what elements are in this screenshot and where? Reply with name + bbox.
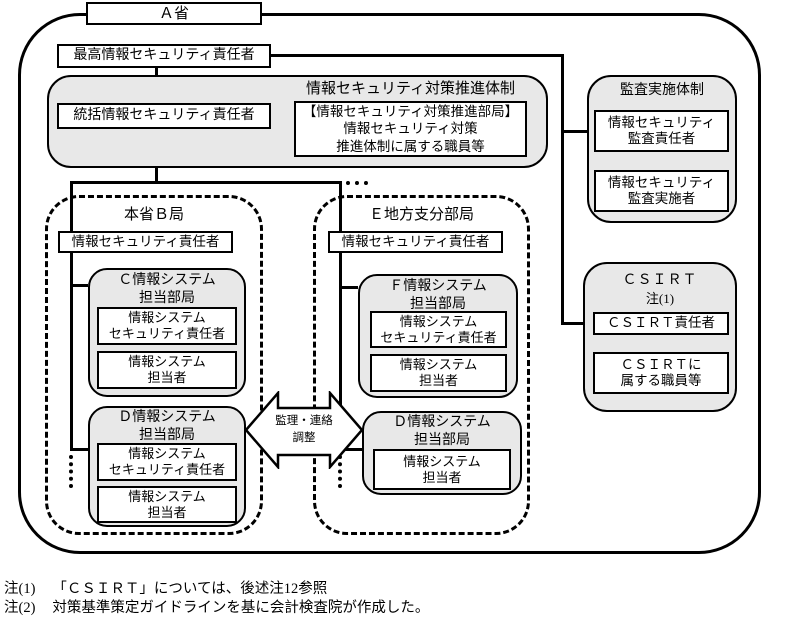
e-iso-box: 情報セキュリティ責任者 [328, 231, 503, 253]
connector-e-to-f-dept [341, 286, 358, 289]
audit-implementer-line2: 監査実施者 [627, 191, 696, 206]
chief-iso-label: 統括情報セキュリティ責任者 [73, 107, 255, 123]
ministry-outline [18, 13, 761, 554]
csirt-responsible-label: ＣＳＩＲＴ責任者 [607, 315, 715, 331]
connector-e-spine-dots [338, 455, 342, 488]
c-dept-title: Ｃ情報システム 担当部局 [88, 272, 246, 307]
promotion-dept-line1: 【情報セキュリティ対策推進部局】 [302, 103, 519, 119]
promotion-dept-line3: 推進体制に属する職員等 [336, 138, 485, 154]
d-sys-staff-line2: 担当者 [147, 504, 187, 520]
c-sys-sec-box: 情報システム セキュリティ責任者 [97, 307, 237, 345]
f-dept-title-line2: 担当部局 [410, 296, 466, 312]
ciso-label: 最高情報セキュリティ責任者 [73, 47, 255, 63]
csirt-responsible-box: ＣＳＩＲＴ責任者 [593, 312, 729, 335]
connector-to-audit [563, 130, 594, 133]
connector-to-csirt [563, 322, 593, 325]
d-sys-staff-line1: 情報システム [128, 488, 206, 504]
b-iso-label: 情報セキュリティ責任者 [71, 233, 220, 249]
b-iso-box: 情報セキュリティ責任者 [58, 231, 233, 253]
connector-junction-dots [346, 181, 368, 185]
ciso-box: 最高情報セキュリティ責任者 [57, 44, 271, 68]
f-sys-sec-line2: セキュリティ責任者 [380, 329, 497, 345]
audit-implementer-line1: 情報セキュリティ [607, 174, 716, 190]
csirt-staff-line2: 属する職員等 [620, 373, 702, 388]
f-sys-staff-line1: 情報システム [399, 357, 478, 373]
csirt-note-ref: 注(1) [645, 291, 675, 306]
d-sys-sec-box: 情報システム セキュリティ責任者 [97, 443, 237, 481]
d-sys-staff-box: 情報システム 担当者 [97, 486, 237, 523]
csirt-staff-box: ＣＳＩＲＴに 属する職員等 [593, 352, 729, 394]
d2-sys-staff-box: 情報システム 担当者 [373, 449, 511, 490]
d-sys-sec-line2: セキュリティ責任者 [108, 462, 226, 477]
footnote-1: 注(1) 「ＣＳＩＲＴ」については、後述注12参照 [4, 577, 327, 598]
d2-sys-staff-line2: 担当者 [422, 469, 462, 485]
connector-e-spine [339, 181, 342, 451]
c-sys-sec-line1: 情報システム [128, 310, 206, 326]
f-sys-staff-line2: 担当者 [418, 373, 458, 388]
b-bureau-title: 本省Ｂ局 [123, 207, 184, 223]
connector-e-to-d-dept [341, 448, 362, 451]
c-dept-title-line2: 担当部局 [139, 290, 195, 306]
f-dept-title: Ｆ情報システム 担当部局 [358, 278, 518, 313]
e-iso-label: 情報セキュリティ責任者 [341, 233, 490, 249]
audit-responsible-box: 情報セキュリティ 監査責任者 [594, 110, 729, 152]
d-sys-sec-line1: 情報システム [128, 446, 206, 462]
d2-dept-title-line1: Ｄ情報システム [393, 415, 491, 430]
d-dept-title-line2: 担当部局 [139, 427, 195, 443]
connector-b-to-d-dept [72, 448, 88, 451]
audit-title: 監査実施体制 [620, 83, 704, 98]
connector-right-spine [561, 54, 564, 325]
f-dept-title-line1: Ｆ情報システム [389, 279, 487, 294]
footnote-2-text: 対策基準策定ガイドラインを基に会計検査院が作成した。 [52, 600, 430, 616]
coordination-arrow-icon [244, 391, 364, 469]
ministry-box: Ａ省 [86, 2, 262, 25]
promotion-title: 情報セキュリティ対策推進体制 [305, 81, 516, 97]
promotion-dept-line2: 情報セキュリティ対策 [343, 121, 478, 137]
chief-iso-box: 統括情報セキュリティ責任者 [57, 103, 271, 129]
f-sys-staff-box: 情報システム 担当者 [370, 354, 507, 392]
c-sys-staff-line2: 担当者 [147, 370, 187, 385]
connector-junction-horizontal [70, 181, 342, 184]
footnote-2-ref: 注(2) [4, 600, 36, 616]
audit-implementer-box: 情報セキュリティ 監査実施者 [594, 170, 729, 212]
c-sys-sec-line2: セキュリティ責任者 [108, 326, 226, 341]
c-sys-staff-line1: 情報システム [128, 354, 206, 370]
footnote-1-text: 「ＣＳＩＲＴ」については、後述注12参照 [52, 581, 328, 597]
c-sys-staff-box: 情報システム 担当者 [97, 351, 237, 389]
connector-ciso-right [270, 54, 564, 57]
promotion-dept-box: 【情報セキュリティ対策推進部局】 情報セキュリティ対策 推進体制に属する職員等 [294, 101, 527, 157]
audit-responsible-line2: 監査責任者 [627, 131, 696, 146]
audit-responsible-line1: 情報セキュリティ [607, 114, 716, 130]
coordination-arrow-label-line2: 調整 [292, 432, 316, 444]
d-dept-title: Ｄ情報システム 担当部局 [88, 409, 246, 444]
csirt-title: ＣＳＩＲＴ [622, 273, 698, 288]
footnote-2: 注(2) 対策基準策定ガイドラインを基に会計検査院が作成した。 [4, 596, 429, 617]
d2-sys-staff-line1: 情報システム [403, 453, 481, 469]
connector-b-spine-dots [69, 455, 73, 488]
footnote-1-ref: 注(1) [4, 581, 36, 597]
ministry-label: Ａ省 [158, 5, 189, 22]
f-sys-sec-line1: 情報システム [399, 313, 478, 329]
connector-b-spine [70, 181, 73, 451]
csirt-staff-line1: ＣＳＩＲＴに [620, 356, 702, 372]
f-sys-sec-box: 情報システム セキュリティ責任者 [370, 311, 507, 348]
e-bureau-outline [313, 195, 530, 535]
coordination-arrow-label-line1: 監理・連絡 [275, 415, 333, 427]
d2-dept-title-line2: 担当部局 [414, 432, 470, 448]
connector-b-to-c-dept [72, 284, 88, 287]
d-dept-title-line1: Ｄ情報システム [118, 410, 216, 425]
c-dept-title-line1: Ｃ情報システム [118, 273, 216, 288]
b-bureau-outline [45, 195, 263, 535]
e-bureau-title: Ｅ地方支分部局 [368, 207, 474, 223]
d2-dept-title: Ｄ情報システム 担当部局 [362, 414, 522, 449]
